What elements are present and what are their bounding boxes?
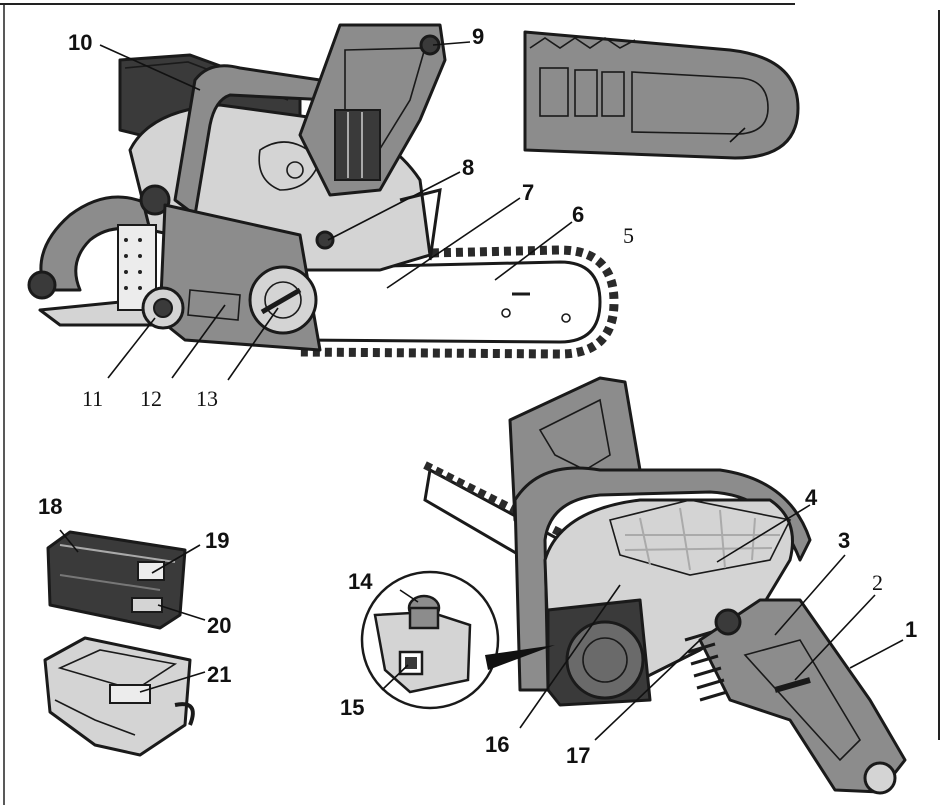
label-13: 13 (196, 386, 218, 411)
side-vents (684, 630, 728, 702)
label-10: 10 (68, 30, 92, 55)
chainsaw-front-view (423, 376, 907, 795)
label-6: 6 (572, 202, 584, 227)
label-4: 4 (805, 485, 818, 510)
label-14: 14 (348, 569, 373, 594)
label-19: 19 (205, 528, 229, 553)
label-20: 20 (207, 613, 231, 638)
label-3: 3 (838, 528, 850, 553)
label-8: 8 (462, 155, 474, 180)
label-16: 16 (485, 732, 509, 757)
label-15: 15 (340, 695, 364, 720)
label-2: 2 (872, 570, 883, 595)
leader-lines (59, 41, 904, 741)
label-5: 5 (623, 223, 634, 248)
guide-bar (298, 245, 619, 359)
label-1: 1 (905, 617, 917, 642)
battery-pack (46, 530, 187, 630)
label-12: 12 (140, 386, 162, 411)
label-11: 11 (82, 386, 103, 411)
part-labels: 10 9 8 7 6 5 11 12 13 18 19 20 21 14 15 … (38, 24, 917, 768)
label-21: 21 (207, 662, 231, 687)
label-17: 17 (566, 743, 590, 768)
label-18: 18 (38, 494, 62, 519)
label-9: 9 (472, 24, 484, 49)
label-7: 7 (522, 180, 534, 205)
chainsaw-side-view (27, 23, 619, 359)
oil-tank-inset (360, 570, 555, 710)
chain-cover (523, 30, 800, 160)
frame-lines (0, 3, 940, 805)
battery-charger (43, 636, 195, 757)
